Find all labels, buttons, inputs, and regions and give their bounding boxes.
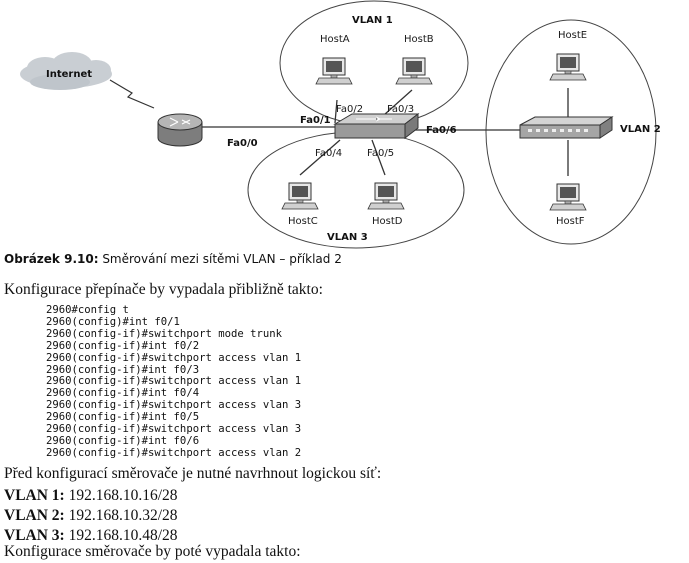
code-line: 2960(config-if)#switchport mode trunk <box>46 327 282 340</box>
figure-title: Směrování mezi sítěmi VLAN – příklad 2 <box>98 252 342 266</box>
switch-port-vlan2-label: Fa0/6 <box>426 125 457 136</box>
router-config-outro: Konfigurace směrovače by poté vypadala t… <box>4 543 301 560</box>
host-b-icon <box>395 57 433 85</box>
switch-config-intro: Konfigurace přepínače by vypadala přibli… <box>4 281 323 298</box>
host-f-icon <box>549 183 587 211</box>
host-c-label: HostC <box>288 216 318 227</box>
vlan-name: VLAN 1: <box>4 487 65 504</box>
port-b-label: Fa0/3 <box>387 104 414 115</box>
vlan-name: VLAN 2: <box>4 507 65 524</box>
vlan-subnet: 192.168.10.16/28 <box>64 487 178 504</box>
host-e-icon <box>549 53 587 81</box>
internet-label: Internet <box>46 69 92 80</box>
vlan-name: VLAN 3: <box>4 527 65 544</box>
switch-port-trunk-label: Fa0/1 <box>300 115 331 126</box>
port-c-label: Fa0/4 <box>315 148 342 159</box>
host-d-label: HostD <box>372 216 403 227</box>
code-line: 2960(config-if)#int f0/4 <box>46 387 200 400</box>
code-line: 2960(config-if)#int f0/5 <box>46 411 200 424</box>
vlan1-label: VLAN 1 <box>352 15 393 26</box>
code-line: 2960(config-if)#switchport access vlan 1 <box>46 375 302 388</box>
code-line: 2960(config-if)#int f0/2 <box>46 339 200 352</box>
code-line: 2960(config-if)#int f0/6 <box>46 434 200 447</box>
vlan3-label: VLAN 3 <box>327 232 368 243</box>
switch-config-code: 2960#config t 2960(config)#int f0/1 2960… <box>46 304 302 460</box>
code-line: 2960#config t <box>46 304 129 316</box>
figure-number: Obrázek 9.10: <box>4 252 99 266</box>
code-line: 2960(config-if)#int f0/3 <box>46 363 200 376</box>
vlan3-ellipse <box>247 131 465 249</box>
port-d-label: Fa0/5 <box>367 148 394 159</box>
code-line: 2960(config-if)#switchport access vlan 3 <box>46 399 302 412</box>
vlan-subnet: 192.168.10.32/28 <box>64 507 178 524</box>
host-b-label: HostB <box>404 34 434 45</box>
router-config-intro: Před konfigurací směrovače je nutné navr… <box>4 465 382 482</box>
vlan1-subnet-line: VLAN 1: 192.168.10.16/28 <box>4 487 178 505</box>
vlan2-label: VLAN 2 <box>620 124 661 135</box>
router-port-label: Fa0/0 <box>227 138 258 149</box>
wan-link <box>109 79 155 109</box>
vlan3-subnet-line: VLAN 3: 192.168.10.48/28 <box>4 527 178 545</box>
code-line: 2960(config-if)#switchport access vlan 3 <box>46 423 302 436</box>
host-f-label: HostF <box>556 216 585 227</box>
figure-caption: Obrázek 9.10: Směrování mezi sítěmi VLAN… <box>4 252 342 266</box>
router-icon <box>157 113 203 147</box>
port-a-label: Fa0/2 <box>336 104 363 115</box>
vlan2-switch-icon <box>519 116 614 139</box>
cloud-icon <box>20 52 112 90</box>
code-line: 2960(config-if)#switchport access vlan 2 <box>46 446 302 459</box>
host-c-icon <box>281 182 319 210</box>
code-line: 2960(config-if)#switchport access vlan 1 <box>46 351 302 364</box>
vlan2-subnet-line: VLAN 2: 192.168.10.32/28 <box>4 507 178 525</box>
host-a-label: HostA <box>320 34 350 45</box>
network-diagram: Internet Fa0/0 Fa0/1 Fa0/6 VLAN 1 HostA … <box>20 0 661 249</box>
vlan2-ellipse <box>485 19 657 245</box>
switch-icon <box>333 112 420 140</box>
host-a-icon <box>315 57 353 85</box>
vlan-subnet: 192.168.10.48/28 <box>64 527 178 544</box>
code-line: 2960(config)#int f0/1 <box>46 315 180 328</box>
host-d-icon <box>367 182 405 210</box>
host-e-label: HostE <box>558 30 587 41</box>
